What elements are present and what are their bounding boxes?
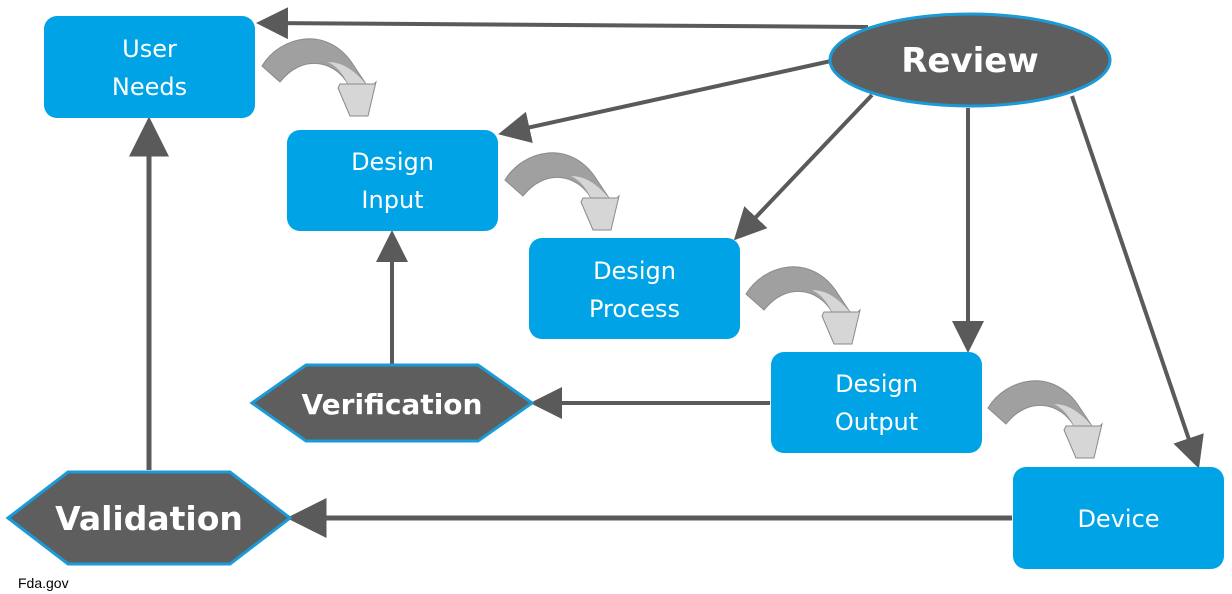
edge-review-device	[1070, 95, 1204, 469]
flow-arrow-input-process	[504, 152, 620, 231]
design-input-line1: Design	[351, 148, 434, 176]
review-label: Review	[901, 41, 1039, 81]
verification-hexagon: Verification	[249, 363, 535, 443]
connectors	[129, 7, 1204, 538]
user-needs-box: User Needs	[44, 16, 255, 118]
flow-arrow-needs-input	[261, 38, 377, 117]
user-needs-line2: Needs	[112, 73, 187, 101]
flow-arrow-process-output	[745, 266, 861, 345]
design-input-line2: Input	[361, 186, 423, 214]
design-output-line2: Output	[835, 408, 918, 436]
verification-label: Verification	[302, 388, 483, 421]
flow-arrows	[261, 38, 1103, 459]
edge-review-design-process	[733, 93, 874, 241]
design-output-box: Design Output	[771, 352, 982, 453]
device-box: Device	[1013, 467, 1224, 569]
design-output-line1: Design	[835, 370, 918, 398]
flow-arrow-output-device	[987, 380, 1103, 459]
source-credit: Fda.gov	[18, 575, 69, 591]
design-input-box: Design Input	[287, 130, 498, 231]
validation-hexagon: Validation	[5, 470, 293, 566]
edge-review-user-needs	[256, 7, 869, 40]
design-process-box: Design Process	[529, 238, 740, 339]
review-ellipse: Review	[828, 12, 1112, 108]
edge-review-design-input	[498, 57, 841, 144]
user-needs-line1: User	[122, 35, 177, 63]
device-label: Device	[1077, 505, 1159, 533]
design-process-line1: Design	[593, 257, 676, 285]
validation-label: Validation	[55, 499, 243, 538]
design-process-line2: Process	[589, 295, 680, 323]
